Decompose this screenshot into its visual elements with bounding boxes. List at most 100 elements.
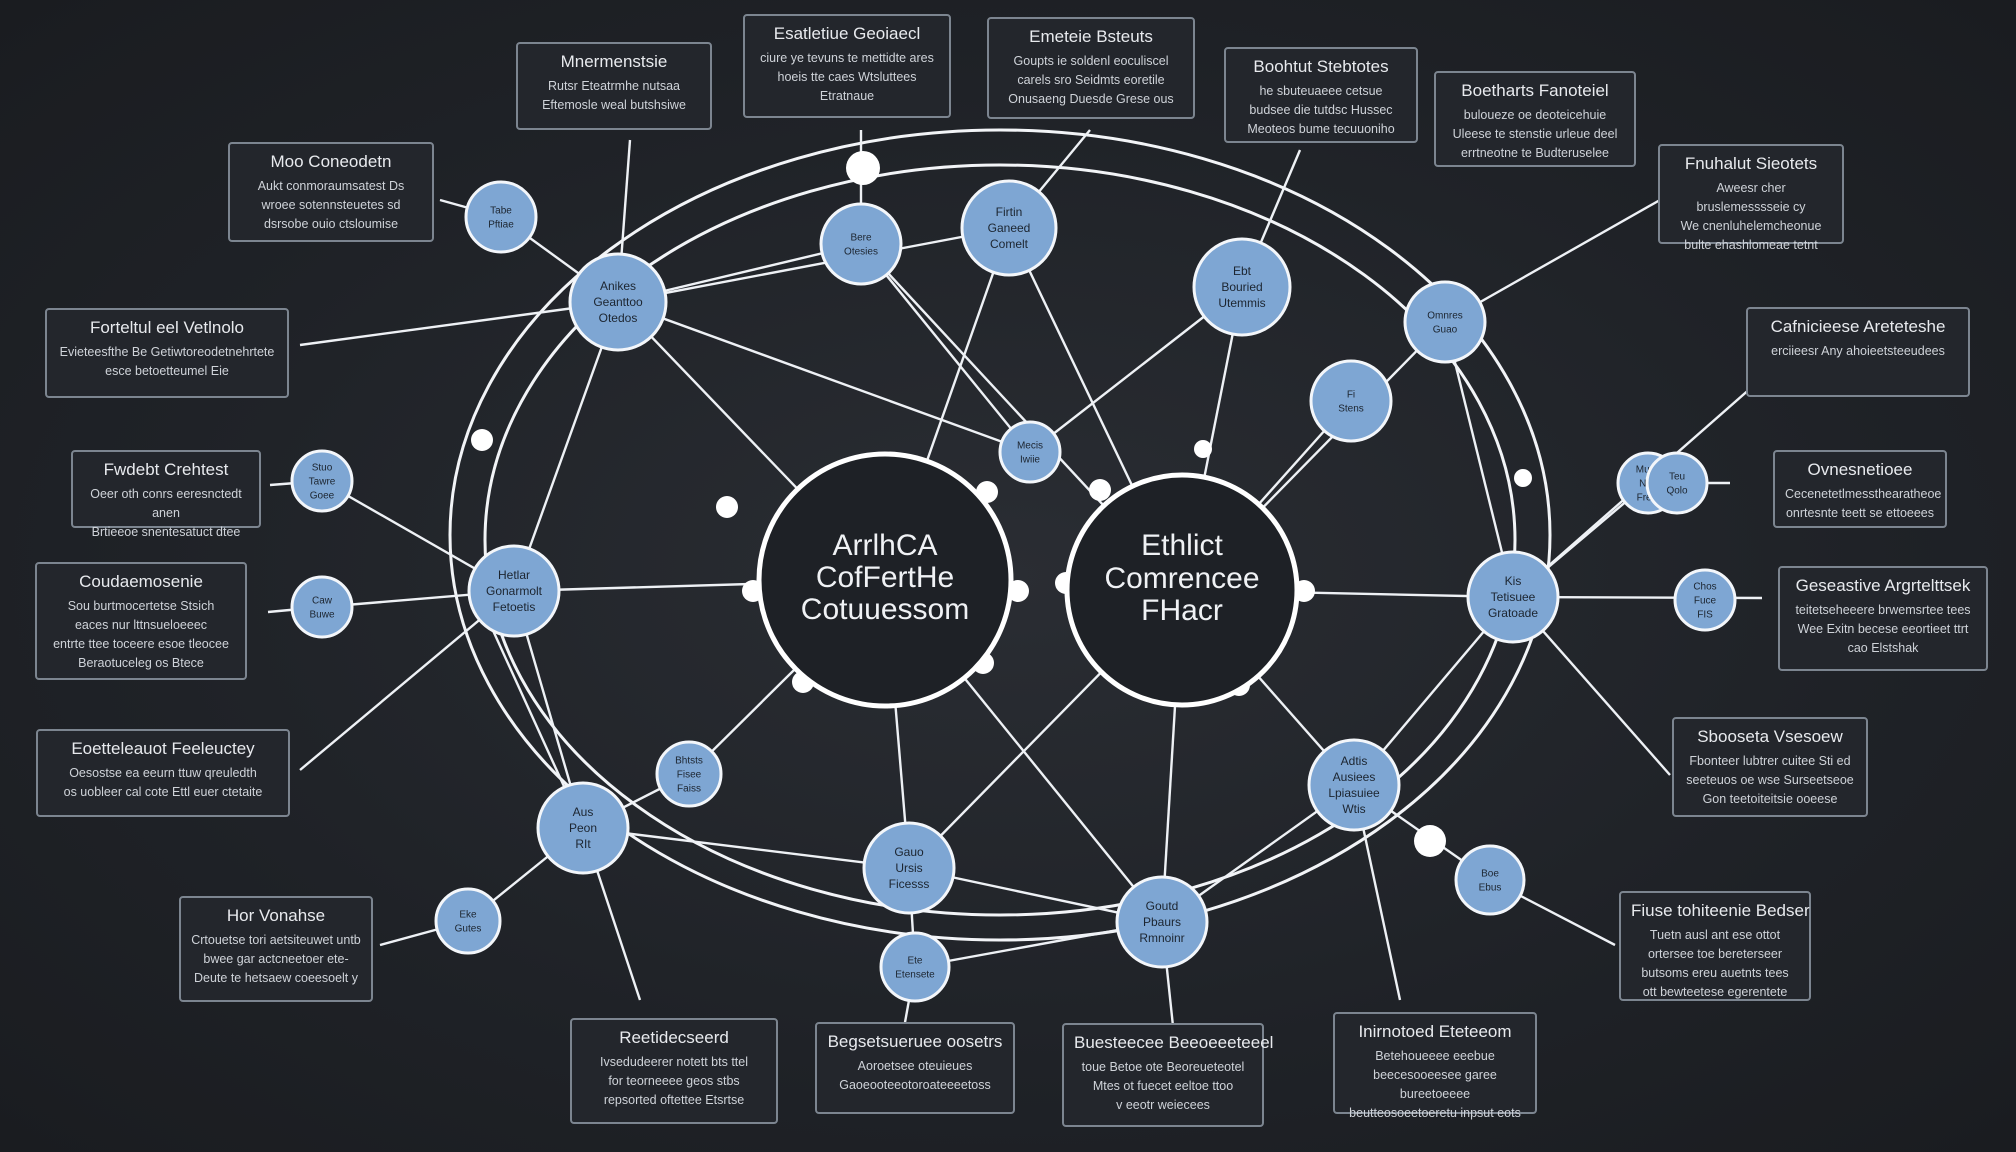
- concept-node-label: Ficesss: [889, 877, 930, 891]
- info-box-20[interactable]: Buesteecee Beeoeeeteeel toue Betoe ote B…: [1062, 1023, 1273, 1127]
- hub-right[interactable]: Ethlict Comrencee FHacr: [1064, 472, 1300, 708]
- concept-node-circle: [998, 420, 1062, 484]
- info-box-3[interactable]: Emeteie Bsteuts Goupts ie soldenl eoculi…: [987, 17, 1195, 119]
- concept-node-label: Gratoade: [1488, 606, 1538, 620]
- concept-node-circle: [960, 179, 1058, 277]
- concept-node-circle: [290, 575, 354, 639]
- concept-node-circle: [464, 180, 538, 254]
- concept-node-label: Mecis: [1017, 440, 1043, 451]
- concept-node-label: Fetoetis: [493, 600, 536, 614]
- concept-node-label: Ausiees: [1333, 770, 1376, 784]
- info-box-7[interactable]: Fnuhalut Sieotets Aweesr cher bruslemess…: [1658, 144, 1844, 252]
- info-box-5-title: Boetharts Fanoteiel: [1461, 81, 1609, 100]
- concept-node-label: Frets: [1637, 492, 1660, 503]
- connection-line: [617, 300, 1031, 454]
- junction-dot: [1514, 469, 1532, 487]
- concept-node-label: RIt: [575, 837, 591, 851]
- info-box-10-title: Fwdebt Crehtest: [103, 460, 229, 479]
- info-box-4-title: Boohtut Stebtotes: [1253, 57, 1389, 76]
- concept-node-circle: [1466, 550, 1560, 644]
- concept-node-circle: [862, 821, 956, 915]
- concept-node-label: Etensete: [895, 969, 935, 980]
- info-box-17-title: Fiuse tohiteenie Bedser: [1631, 901, 1810, 920]
- concept-node-label: Pbaurs: [1143, 915, 1181, 929]
- info-box-6-body: Aukt conmoraumsatest Ds wroee sotennsteu…: [257, 179, 405, 231]
- info-box-15[interactable]: Sbooseta Vsesoew Fbonteer lubtrer cuitee…: [1672, 717, 1868, 817]
- info-box-5-body: buloueze oe deoteicehuie Uleese te stens…: [1452, 108, 1618, 160]
- info-box-2[interactable]: Esatletiue Geoiaecl ciure ye tevuns te m…: [743, 14, 951, 118]
- concept-node-label: Fisee: [677, 769, 702, 780]
- info-box-14[interactable]: Eoetteleauot Feeleuctey Oesostse ea eeur…: [36, 729, 290, 817]
- junction-dot: [471, 429, 493, 451]
- concept-node-circle: [536, 781, 630, 875]
- concept-node-label: Peon: [569, 821, 597, 835]
- info-box-21[interactable]: Inirnotoed Eteteeom Betehoueeee eeebue b…: [1333, 1012, 1537, 1120]
- info-box-8-title: Forteltul eel Vetlnolo: [89, 318, 245, 337]
- info-box-7-title: Fnuhalut Sieotets: [1684, 154, 1818, 173]
- info-box-13[interactable]: Geseastive Argrtelttsek teitetseheeere b…: [1778, 566, 1988, 671]
- info-box-13-title: Geseastive Argrtelttsek: [1795, 576, 1971, 595]
- info-box-1-body: Rutsr Eteatrmhe nutsaa Eftemosle weal bu…: [542, 79, 686, 112]
- concept-node-label: Muso: [1636, 464, 1661, 475]
- hub-right-line-1: Ethlict: [1141, 529, 1223, 562]
- junction-dot: [1089, 479, 1111, 501]
- info-box-1[interactable]: Mnermenstsie Rutsr Eteatrmhe nutsaa Efte…: [516, 42, 712, 130]
- info-box-17[interactable]: Fiuse tohiteenie Bedser Tuetn ausl ant e…: [1619, 891, 1811, 1001]
- info-box-11[interactable]: Ovnesnetioee Cecenetetlmessthearatheoe o…: [1773, 450, 1947, 528]
- info-box-6[interactable]: Moo Coneodetn Aukt conmoraumsatest Ds wr…: [228, 142, 434, 242]
- concept-node-label: Utemmis: [1218, 296, 1265, 310]
- connection-line: [1443, 321, 1515, 598]
- concept-node-label: Qolo: [1666, 485, 1688, 496]
- connection-line: [512, 301, 620, 592]
- info-box-18-body: Ivsedudeerer notett bts ttel for teornee…: [599, 1055, 748, 1107]
- info-box-2-body: ciure ye tevuns te mettidte ares hoeis t…: [760, 51, 934, 103]
- concept-node-label: Ete: [907, 955, 922, 966]
- info-box-5[interactable]: Boetharts Fanoteiel buloueze oe deoteice…: [1434, 71, 1636, 167]
- hub-left[interactable]: ArrlhCA CofFertHe Cotuuessom: [756, 451, 1014, 709]
- info-box-8[interactable]: Forteltul eel Vetlnolo Evieteesfthe Be G…: [45, 308, 289, 398]
- info-box-4[interactable]: Boohtut Stebtotes he sbuteuaeee cetsue b…: [1224, 47, 1418, 143]
- concept-node-label: FIS: [1697, 609, 1713, 620]
- info-box-12-body: Sou burtmocertetse Stsich eaces nur lttn…: [53, 599, 229, 670]
- info-box-11-body: Cecenetetlmessthearatheoe onrtesnte teet…: [1785, 487, 1942, 520]
- concept-node-circle: [467, 544, 561, 638]
- info-box-9-body: erciieesr Any ahoieetsteeudees: [1771, 344, 1945, 358]
- info-box-19[interactable]: Begsetsueruee oosetrs Aoroetsee oteuieue…: [815, 1022, 1015, 1114]
- concept-node-circle: [1645, 451, 1709, 515]
- info-box-10[interactable]: Fwdebt Crehtest Oeer oth conrs eeresncte…: [71, 450, 261, 539]
- connection-line: [617, 226, 1010, 304]
- concept-node-label: Gauo: [894, 845, 924, 859]
- concept-node-circle: [568, 252, 668, 352]
- info-box-6-title: Moo Coneodetn: [270, 152, 392, 171]
- info-box-8-body: Evieteesfthe Be Getiwtoreodetnehrtete es…: [59, 345, 275, 378]
- concept-node-label: Boe: [1481, 868, 1499, 879]
- info-box-18[interactable]: Reetidecseerd Ivsedudeerer notett bts tt…: [570, 1018, 778, 1124]
- concept-node-circle: [1115, 875, 1209, 969]
- info-box-12[interactable]: Coudaemosenie Sou burtmocertetse Stsich …: [35, 562, 247, 680]
- concept-node-label: Tabe: [490, 205, 512, 216]
- info-box-9[interactable]: Cafnicieese Areteteshe erciieesr Any aho…: [1746, 307, 1970, 397]
- info-box-16[interactable]: Hor Vonahse Crtouetse tori aetsiteuwet u…: [179, 896, 373, 1002]
